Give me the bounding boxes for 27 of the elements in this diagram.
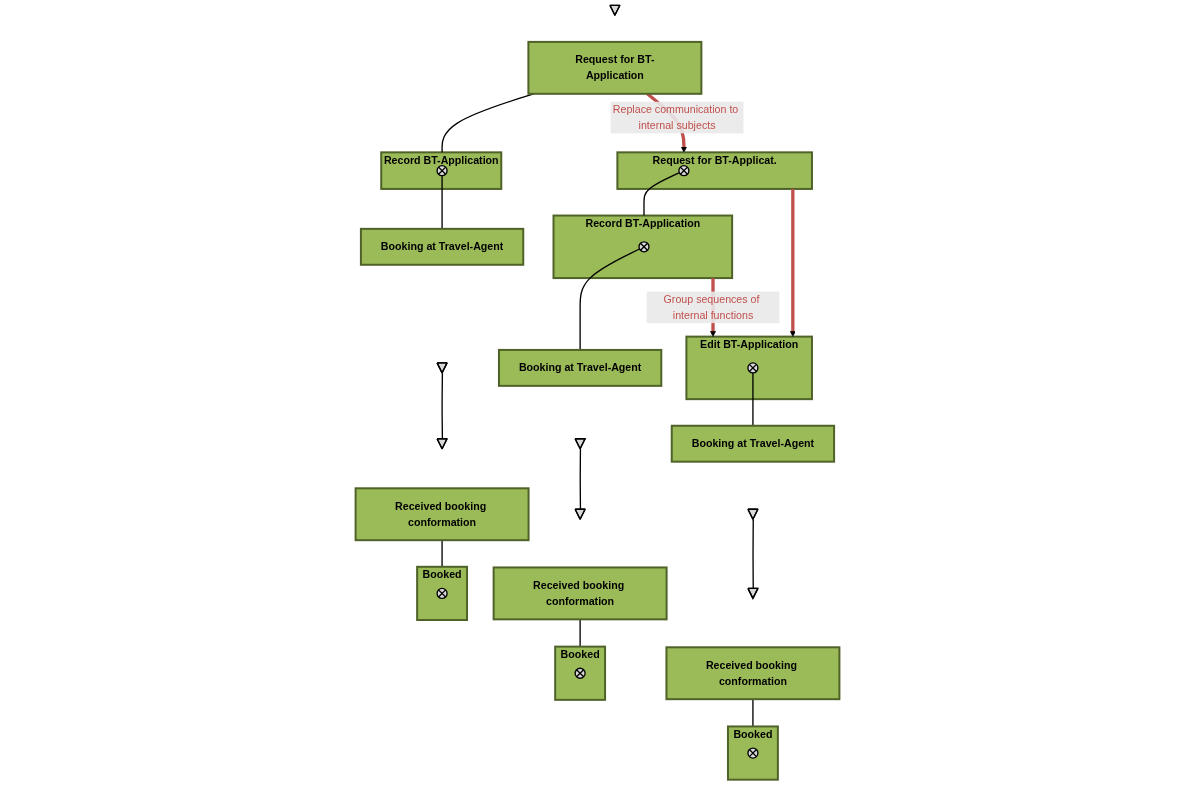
connector xyxy=(752,372,754,427)
node-box: Booking at Travel-Agent xyxy=(359,227,525,266)
edge-label: Replace communication to internal subjects xyxy=(612,103,739,131)
cluster: Record BT-Application xyxy=(380,151,503,190)
connector xyxy=(441,174,443,230)
connector xyxy=(643,172,680,217)
connector xyxy=(752,518,754,590)
node-box: Received booking conformation xyxy=(492,566,668,621)
cluster: Booked xyxy=(554,645,607,701)
arrow xyxy=(789,188,796,337)
cluster: Record BT-Application xyxy=(552,214,734,280)
node-box: Booking at Travel-Agent xyxy=(497,348,663,387)
node-box: Received booking conformation xyxy=(665,646,841,701)
cluster: Edit BT-Application xyxy=(685,335,813,401)
node-box: Received booking conformation xyxy=(354,487,530,542)
edge-label: Group sequences of internal functions xyxy=(663,293,760,321)
connector xyxy=(579,618,581,648)
connector xyxy=(579,448,582,511)
connector xyxy=(441,372,444,440)
node-box: Booking at Travel-Agent xyxy=(670,424,836,463)
connector xyxy=(579,248,641,351)
cluster: Booked xyxy=(727,725,779,781)
connector xyxy=(441,539,443,568)
connector xyxy=(752,698,754,728)
cluster: Request for BT-Applicat. xyxy=(616,151,813,190)
cluster: Booked xyxy=(416,565,468,621)
node-box: Request for BT-Application xyxy=(527,40,703,95)
